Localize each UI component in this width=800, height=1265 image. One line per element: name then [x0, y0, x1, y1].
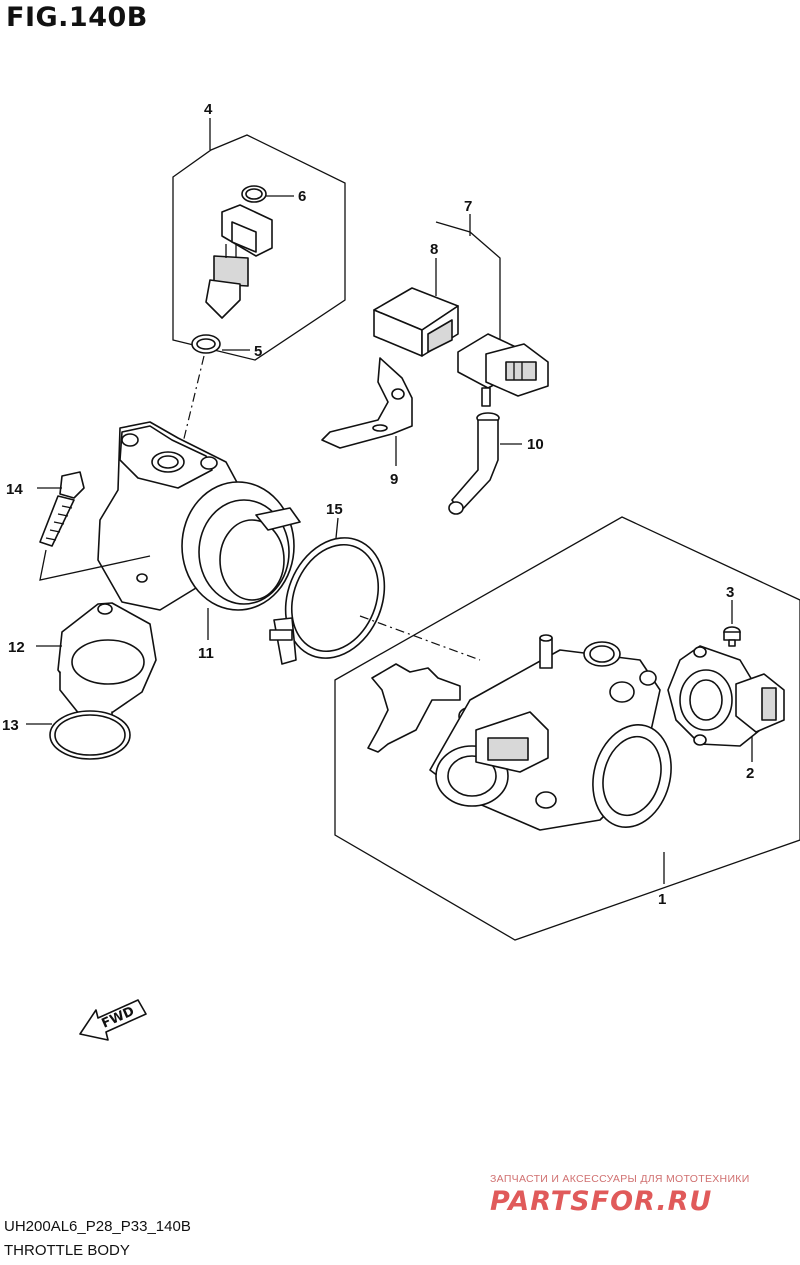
diagram-name: THROTTLE BODY [4, 1242, 130, 1259]
callout-8: 8 [430, 241, 438, 258]
figure-title: FIG.140B [6, 2, 148, 33]
callout-1: 1 [658, 891, 666, 908]
fwd-arrow-icon: FWD [79, 999, 147, 1041]
group-bracket-sensor [435, 221, 501, 385]
callout-11: 11 [198, 645, 214, 662]
callout-7: 7 [464, 198, 472, 215]
insulator-icon [57, 602, 157, 729]
watermark-logo: PARTSFOR.RU [490, 1186, 713, 1217]
bolt-pointer [39, 549, 151, 581]
throttle-position-sensor-icon [667, 645, 785, 747]
callout-6: 6 [298, 188, 306, 205]
diagram-code: UH200AL6_P28_P33_140B [4, 1218, 191, 1235]
callout-3: 3 [726, 584, 734, 601]
watermark-subtitle: ЗАПЧАСТИ И АКСЕССУАРЫ ДЛЯ МОТОТЕХНИКИ [490, 1173, 750, 1185]
group-box-injector [172, 134, 346, 361]
callout-2: 2 [746, 765, 754, 782]
callout-5: 5 [254, 343, 262, 360]
callout-10: 10 [527, 436, 544, 453]
hose-clamp-icon [269, 537, 386, 665]
leader-lines [26, 118, 753, 884]
bolt-icon [39, 471, 85, 547]
map-sensor-icon [457, 333, 549, 407]
o-ring-icon [49, 710, 131, 760]
intake-pipe-icon [97, 421, 301, 611]
vacuum-hose-icon [448, 412, 500, 515]
throttle-body-icon [367, 634, 672, 831]
callout-4: 4 [204, 101, 213, 118]
callout-15: 15 [326, 501, 343, 518]
screw-icon [723, 626, 741, 647]
callout-13: 13 [2, 717, 19, 734]
callout-14: 14 [6, 481, 23, 498]
fuel-injector-icon [191, 185, 273, 354]
sensor-cover-icon [373, 287, 459, 357]
callout-12: 12 [8, 639, 25, 656]
bracket-icon [321, 357, 413, 449]
callout-9: 9 [390, 471, 398, 488]
group-box-throttle [334, 516, 800, 941]
